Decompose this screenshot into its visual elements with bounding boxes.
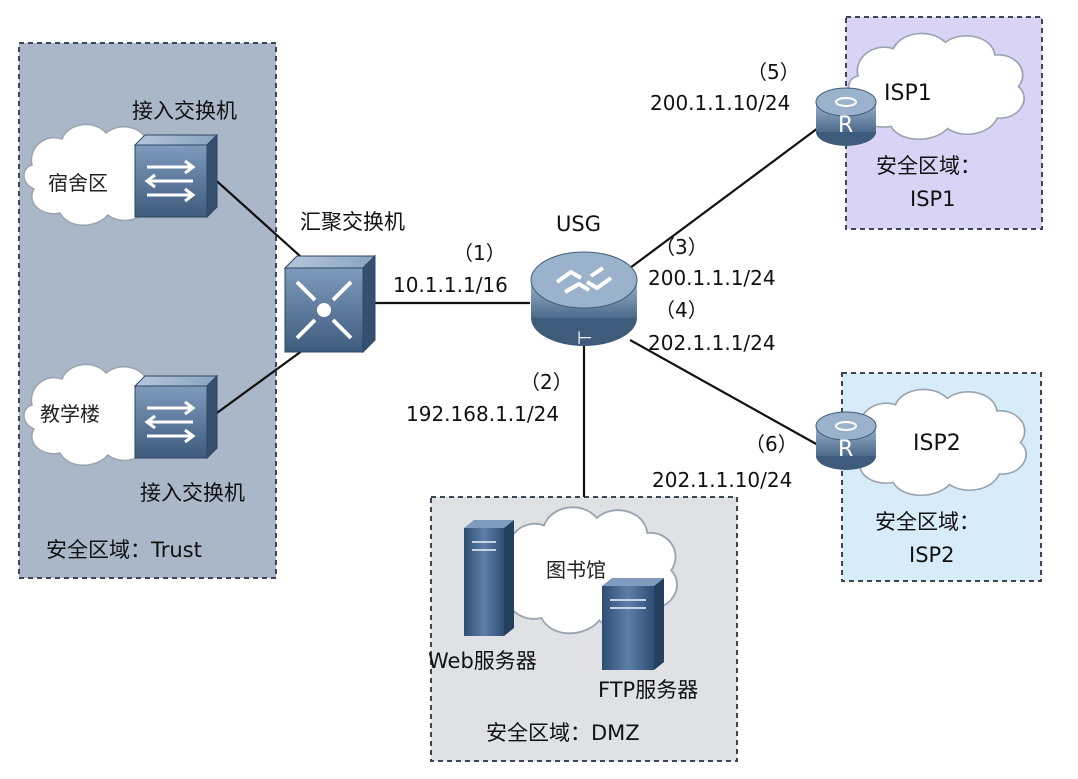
trust-zone-label: 安全区域：Trust <box>46 538 202 562</box>
if4-ip: 202.1.1.1/24 <box>648 331 776 355</box>
if5-num: （5） <box>747 60 800 84</box>
usg-device[interactable]: ⊢ <box>530 251 638 349</box>
link-usg-isp2 <box>629 339 819 446</box>
access-switch-top[interactable] <box>133 133 219 219</box>
teaching-cloud-label: 教学楼 <box>40 402 100 426</box>
dorm-cloud-label: 宿舍区 <box>48 171 108 195</box>
ftp-server-label: FTP服务器 <box>598 678 698 702</box>
ftp-server[interactable] <box>602 578 664 670</box>
if3-ip: 200.1.1.1/24 <box>648 266 776 290</box>
if2-ip: 192.168.1.1/24 <box>406 402 559 426</box>
link-dorm-switch <box>209 174 311 266</box>
if6-num: （6） <box>745 432 798 456</box>
if1-num: （1） <box>453 241 506 265</box>
web-server[interactable] <box>464 520 514 636</box>
isp1-router[interactable]: R <box>815 87 877 146</box>
isp1-cloud-label: ISP1 <box>884 81 932 106</box>
access-switch-top-label: 接入交换机 <box>132 99 237 123</box>
links <box>209 127 819 497</box>
dmz-zone-label: 安全区域：DMZ <box>486 721 640 745</box>
isp1-zone-label-line1: 安全区域： <box>876 154 981 178</box>
link-usg-isp1 <box>629 127 819 269</box>
isp2-router[interactable]: R <box>815 411 877 470</box>
aggregation-switch-label: 汇聚交换机 <box>300 210 405 234</box>
if6-ip: 202.1.1.10/24 <box>652 468 792 492</box>
aggregation-switch[interactable] <box>283 254 377 354</box>
usg-port-icon: ⊢ <box>577 328 593 349</box>
router-icon: R <box>838 437 853 462</box>
trust-zone <box>18 42 277 579</box>
if2-num: （2） <box>520 370 573 394</box>
access-switch-bottom[interactable] <box>133 374 219 460</box>
isp2-zone-label-line1: 安全区域： <box>875 510 980 534</box>
if3-num: （3） <box>655 235 708 259</box>
isp2-cloud-label: ISP2 <box>913 431 961 456</box>
isp2-zone-label-line2: ISP2 <box>909 543 955 567</box>
library-cloud-label: 图书馆 <box>546 558 606 582</box>
link-teaching-switch <box>209 344 311 419</box>
if1-ip: 10.1.1.1/16 <box>393 273 508 297</box>
usg-label: USG <box>556 212 601 236</box>
web-server-label: Web服务器 <box>428 649 537 673</box>
access-switch-bottom-label: 接入交换机 <box>140 481 245 505</box>
isp1-zone-label-line2: ISP1 <box>910 187 956 211</box>
if4-num: （4） <box>655 298 708 322</box>
router-icon: R <box>838 113 853 138</box>
if5-ip: 200.1.1.10/24 <box>650 91 790 115</box>
